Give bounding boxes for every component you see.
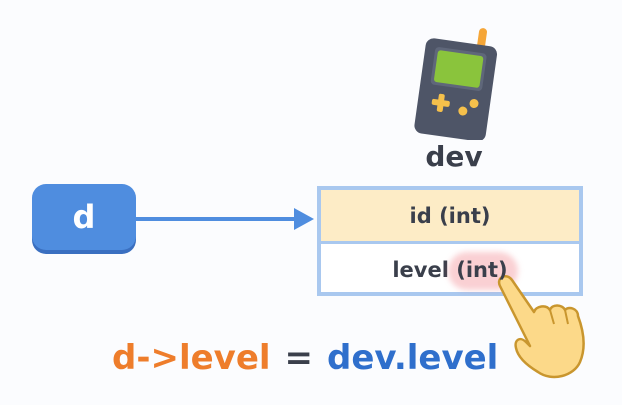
field-label-id: id (int) xyxy=(409,203,491,228)
handheld-device-icon xyxy=(414,28,498,140)
formula-operator: = xyxy=(284,338,314,378)
highlighted-field-type: (int) xyxy=(456,257,508,282)
field-row-level[interactable]: level (int) xyxy=(321,244,579,295)
field-name-level: level xyxy=(392,257,449,282)
pointer-variable-box: d xyxy=(32,184,136,250)
pointing-hand-icon xyxy=(497,275,585,379)
formula: d->level = dev.level xyxy=(112,338,498,378)
struct-name-label: dev xyxy=(425,140,483,173)
field-row-id: id (int) xyxy=(321,190,579,244)
pointer-label: d xyxy=(72,198,96,236)
formula-right: dev.level xyxy=(327,338,499,378)
struct-box: id (int) level (int) xyxy=(317,186,583,296)
formula-left: d->level xyxy=(112,338,271,378)
arrow-icon xyxy=(136,208,314,230)
